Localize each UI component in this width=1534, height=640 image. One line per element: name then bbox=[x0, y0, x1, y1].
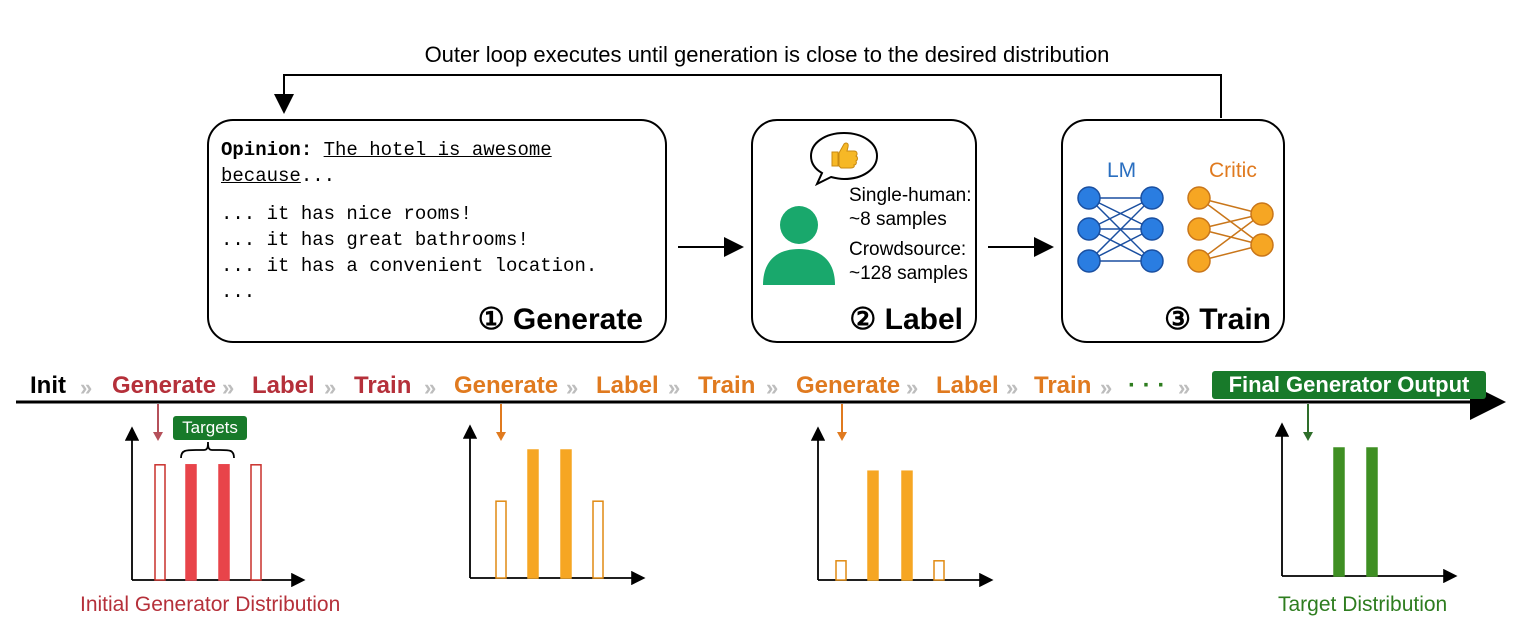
initial-distribution-caption: Initial Generator Distribution bbox=[80, 593, 341, 616]
stage-label-label: ② Label bbox=[849, 303, 963, 336]
output-line: ... it has nice rooms! bbox=[221, 203, 472, 225]
stage-generate-label: ① Generate bbox=[477, 303, 643, 336]
distribution-bar bbox=[250, 464, 262, 581]
targets-brace bbox=[180, 441, 235, 459]
timeline-separator: » bbox=[324, 375, 337, 400]
timeline-separator: » bbox=[566, 375, 579, 400]
stage-down-arrowhead bbox=[153, 432, 163, 441]
timeline-generate-1: Generate bbox=[112, 372, 217, 399]
timeline-separator: » bbox=[1100, 375, 1113, 400]
timeline-generate-2: Generate bbox=[454, 372, 559, 399]
outer-loop-arrow bbox=[274, 74, 1222, 118]
prompt-line-2: because bbox=[221, 165, 301, 187]
distribution-bar bbox=[933, 560, 945, 581]
distribution-bar bbox=[495, 500, 507, 579]
label-box: Single-human: ~8 samples Crowdsource: ~1… bbox=[751, 119, 977, 343]
timeline-dots: · · · bbox=[1128, 372, 1166, 399]
timeline-separator: » bbox=[906, 375, 919, 400]
lm-network-icon bbox=[1077, 186, 1164, 273]
single-human-count: ~8 samples bbox=[849, 209, 947, 230]
speech-bubble-icon bbox=[809, 131, 879, 187]
stage-down-arrowhead bbox=[496, 432, 506, 441]
distribution-bar bbox=[154, 464, 166, 581]
timeline-separator: » bbox=[1178, 375, 1191, 400]
distribution-bar bbox=[560, 449, 572, 579]
timeline-init: Init bbox=[30, 372, 66, 399]
distribution-bar bbox=[835, 560, 847, 581]
generate-box: Opinion: The hotel is awesome because...… bbox=[207, 119, 667, 343]
timeline-train-3: Train bbox=[1034, 372, 1092, 399]
network-diagram bbox=[1077, 186, 1274, 273]
thumbs-up-icon bbox=[831, 142, 858, 169]
opinion-label: Opinion: bbox=[221, 139, 313, 161]
critic-network-icon bbox=[1187, 186, 1274, 273]
prompt-ellipsis: ... bbox=[300, 165, 336, 187]
timeline-train-2: Train bbox=[698, 372, 756, 399]
timeline-separator: » bbox=[668, 375, 681, 400]
distribution-bar bbox=[901, 470, 913, 581]
distribution-bar bbox=[1333, 447, 1345, 577]
target-distribution-caption: Target Distribution bbox=[1278, 593, 1448, 616]
output-line: ... bbox=[221, 281, 256, 303]
timeline-label-2: Label bbox=[596, 372, 659, 399]
critic-label: Critic bbox=[1209, 159, 1257, 182]
timeline-separator: » bbox=[222, 375, 235, 400]
distribution-bar bbox=[1366, 447, 1378, 577]
distribution-bar bbox=[527, 449, 539, 579]
distribution-bar bbox=[185, 464, 197, 581]
single-human-title: Single-human: bbox=[849, 185, 972, 206]
timeline-separator: » bbox=[424, 375, 437, 400]
timeline-separator: » bbox=[1006, 375, 1019, 400]
distribution-bar bbox=[592, 500, 604, 579]
distribution-bar bbox=[218, 464, 230, 581]
timeline-train-1: Train bbox=[354, 372, 412, 399]
stage-down-arrowhead bbox=[1303, 432, 1313, 441]
timeline-label-3: Label bbox=[936, 372, 999, 399]
targets-badge: Targets bbox=[173, 416, 247, 440]
timeline-label-1: Label bbox=[252, 372, 315, 399]
distribution-bar bbox=[867, 470, 879, 581]
output-line: ... it has great bathrooms! bbox=[221, 229, 529, 251]
prompt-line-1: The hotel is awesome bbox=[323, 139, 552, 161]
timeline-separator: » bbox=[80, 375, 93, 400]
stage-train-label: ③ Train bbox=[1164, 303, 1271, 336]
crowdsource-count: ~128 samples bbox=[849, 263, 968, 284]
output-line: ... it has a convenient location. bbox=[221, 255, 598, 277]
lm-label: LM bbox=[1107, 159, 1137, 182]
timeline-generate-3: Generate bbox=[796, 372, 901, 399]
final-generator-output-badge: Final Generator Output bbox=[1212, 371, 1486, 399]
crowdsource-title: Crowdsource: bbox=[849, 239, 967, 260]
stage-down-arrowhead bbox=[837, 432, 847, 441]
outer-loop-caption: Outer loop executes until generation is … bbox=[424, 42, 1110, 67]
train-box: LM Critic ③ Train bbox=[1061, 119, 1285, 343]
timeline-separator: » bbox=[766, 375, 779, 400]
person-icon bbox=[763, 206, 835, 285]
